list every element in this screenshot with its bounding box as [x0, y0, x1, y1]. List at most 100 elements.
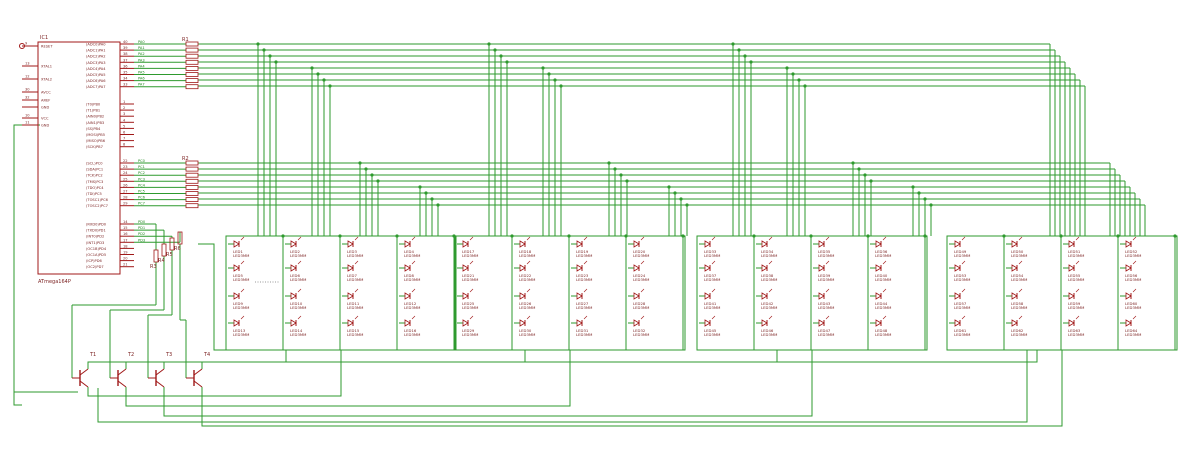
led-value: LED3MM	[818, 277, 834, 282]
led-value: LED3MM	[875, 332, 891, 337]
led-ref: LED10	[290, 301, 303, 306]
resistor-element	[185, 203, 199, 209]
ic-pin-number: 22	[123, 159, 128, 163]
junction-dot	[613, 167, 617, 171]
junction-dot	[316, 72, 320, 76]
led-ref: LED15	[347, 328, 360, 333]
led-ref: LED18	[519, 249, 532, 254]
led-arrow	[882, 288, 887, 293]
led-arrow	[526, 288, 531, 293]
junction-dot	[857, 167, 861, 171]
junction-dot	[679, 197, 683, 201]
ic-pin-label: (MISO)PB6	[86, 139, 106, 143]
led-ref: LED50	[1011, 249, 1024, 254]
led-value: LED3MM	[704, 253, 720, 258]
ic-pin-number: 25	[123, 177, 128, 181]
led-icon	[347, 240, 354, 248]
led-ref: LED54	[1011, 273, 1024, 278]
junction-dot	[418, 185, 422, 189]
led-group-frame	[946, 235, 1178, 351]
led-arrow	[961, 260, 966, 265]
junction-dot	[310, 66, 314, 70]
ic-pin-label: (TMS)PC3	[86, 180, 103, 184]
junction-dot	[809, 234, 813, 238]
led-icon	[404, 319, 411, 327]
led-icon	[633, 240, 640, 248]
led-icon	[233, 264, 240, 272]
led-value: LED3MM	[1011, 253, 1027, 258]
led-arrow	[711, 236, 716, 241]
led-ref: LED51	[1068, 249, 1081, 254]
led-arrow	[882, 315, 887, 320]
junction-dot	[667, 185, 671, 189]
transistor-emitter	[193, 380, 203, 388]
led-value: LED3MM	[1011, 332, 1027, 337]
resistor-element	[185, 178, 199, 184]
net-label: PA0	[138, 40, 145, 44]
ic-pin-label: (ADC1)PA1	[86, 49, 106, 53]
led-ref: LED60	[1125, 301, 1138, 306]
led-icon	[818, 264, 825, 272]
led-ref: LED48	[875, 328, 888, 333]
led-icon	[1011, 319, 1018, 327]
led-arrow	[1075, 260, 1080, 265]
junction-dot	[274, 60, 278, 64]
ic-pin-label: (TDI)PC5	[86, 192, 102, 196]
resistor-element	[185, 84, 199, 90]
led-arrow	[825, 236, 830, 241]
led-value: LED3MM	[233, 332, 249, 337]
led-ref: LED33	[704, 249, 717, 254]
net-label: PA7	[138, 83, 145, 87]
led-icon	[462, 292, 469, 300]
collector-wire	[163, 350, 778, 369]
ic-pin-label: VCC	[41, 117, 49, 121]
led-icon	[576, 264, 583, 272]
junction-dot	[370, 173, 374, 177]
led-icon	[576, 292, 583, 300]
net-label: PD3	[138, 238, 145, 242]
led-value: LED3MM	[954, 332, 970, 337]
transistor-ref: T1	[89, 352, 96, 358]
led-arrow	[640, 315, 645, 320]
led-icon	[761, 264, 768, 272]
led-ref: LED55	[1068, 273, 1081, 278]
led-arrow	[469, 288, 474, 293]
junction-dot	[619, 173, 623, 177]
emitter-return-wire	[87, 350, 342, 397]
ic-pin-number: 7	[123, 137, 125, 141]
led-icon	[954, 264, 961, 272]
junction-dot	[430, 197, 434, 201]
led-group-frame	[696, 235, 928, 351]
led-value: LED3MM	[576, 305, 592, 310]
led-value: LED3MM	[1011, 305, 1027, 310]
led-arrow	[711, 288, 716, 293]
led-arrow	[882, 260, 887, 265]
led-value: LED3MM	[1125, 332, 1141, 337]
led-value: LED3MM	[576, 277, 592, 282]
net-label: PD1	[138, 226, 145, 230]
led-icon	[519, 292, 526, 300]
ic-pin-label: XTAL2	[41, 78, 52, 82]
led-arrow	[882, 236, 887, 241]
led-arrow	[1132, 315, 1137, 320]
led-ref: LED53	[954, 273, 967, 278]
ic-pin-number: 5	[123, 124, 125, 128]
ic-pin-label: (ADC6)PA6	[86, 79, 106, 83]
led-value: LED3MM	[1125, 277, 1141, 282]
led-icon	[404, 292, 411, 300]
led-icon	[462, 319, 469, 327]
ic-pin-label: (RXD0)PD0	[86, 223, 107, 227]
resistor-element	[185, 172, 199, 178]
collector-wire	[87, 350, 287, 369]
led-icon	[633, 264, 640, 272]
led-arrow	[825, 260, 830, 265]
group-bus-wire	[198, 243, 226, 351]
led-ref: LED62	[1011, 328, 1024, 333]
led-value: LED3MM	[290, 305, 306, 310]
junction-dot	[911, 185, 915, 189]
reset-pin-bubble	[19, 43, 25, 49]
led-arrow	[469, 260, 474, 265]
led-icon	[1068, 292, 1075, 300]
led-icon	[875, 319, 882, 327]
led-arrow	[240, 260, 245, 265]
